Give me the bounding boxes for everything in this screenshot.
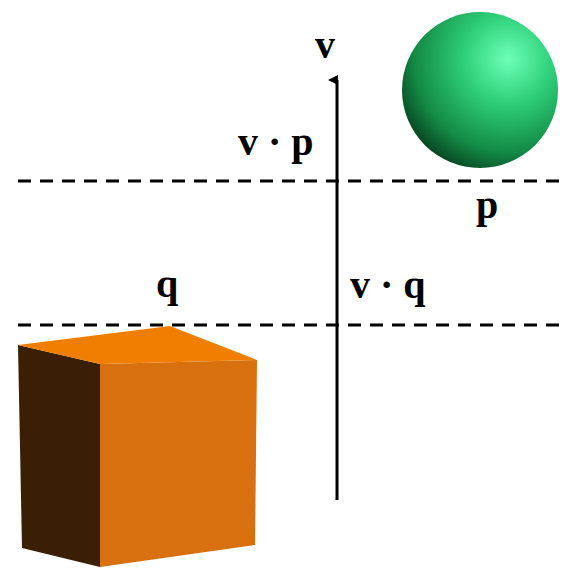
vector-label: q <box>156 264 178 304</box>
cube <box>18 326 257 567</box>
vector-label: v · q <box>350 265 426 305</box>
vector-label: v · p <box>238 122 314 162</box>
axis-arrow <box>336 80 339 500</box>
vector-label: v <box>315 25 335 65</box>
dashed-line <box>18 324 562 327</box>
sphere <box>402 12 558 168</box>
vector-label: p <box>476 185 498 225</box>
dashed-line <box>18 180 562 183</box>
